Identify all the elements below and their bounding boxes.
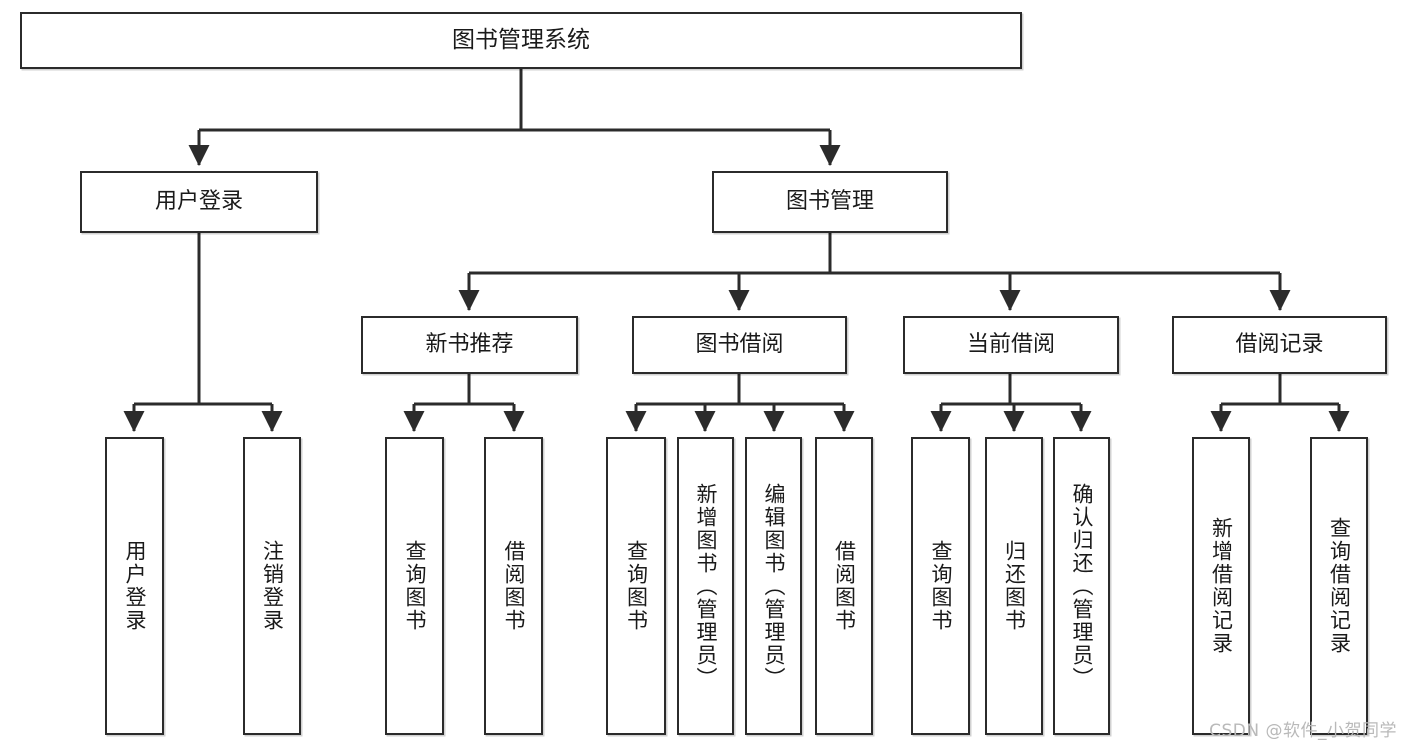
node-leaf-return-book-label: 归还图书: [1002, 540, 1027, 632]
node-borrow-record-label: 借阅记录: [1235, 331, 1324, 357]
node-leaf-query-book-3-label: 查询图书: [929, 540, 953, 632]
node-leaf-user-logout-label: 注销登录: [260, 540, 285, 632]
node-leaf-query-book-3[interactable]: 查询图书: [911, 437, 970, 735]
node-book-borrow-label: 图书借阅: [695, 331, 784, 357]
node-user-login-label: 用户登录: [154, 188, 243, 214]
node-leaf-return-book[interactable]: 归还图书: [985, 437, 1043, 735]
node-leaf-edit-book-label: 编辑图书（管理员）: [762, 482, 786, 690]
node-leaf-user-login-label: 用户登录: [123, 540, 147, 632]
node-leaf-edit-book[interactable]: 编辑图书（管理员）: [745, 437, 802, 735]
node-leaf-query-book-1-label: 查询图书: [403, 540, 427, 632]
node-leaf-add-record[interactable]: 新增借阅记录: [1192, 437, 1250, 735]
node-leaf-query-book-1[interactable]: 查询图书: [385, 437, 444, 735]
node-leaf-add-record-label: 新增借阅记录: [1209, 517, 1234, 655]
node-leaf-add-book-label: 新增图书（管理员）: [694, 482, 718, 690]
node-book-manage-label: 图书管理: [785, 188, 874, 214]
node-book-borrow[interactable]: 图书借阅: [632, 316, 847, 374]
node-current-borrow-label: 当前借阅: [966, 331, 1055, 357]
node-leaf-query-book-2-label: 查询图书: [624, 540, 649, 632]
node-leaf-query-record[interactable]: 查询借阅记录: [1310, 437, 1368, 735]
node-leaf-query-record-label: 查询借阅记录: [1327, 517, 1352, 655]
node-leaf-confirm-return-label: 确认归还（管理员）: [1070, 482, 1094, 690]
csdn-watermark: CSDN @软件_小贺同学: [1209, 721, 1397, 741]
node-new-book-recommend-label: 新书推荐: [425, 331, 514, 357]
node-leaf-confirm-return[interactable]: 确认归还（管理员）: [1053, 437, 1110, 735]
node-user-login[interactable]: 用户登录: [80, 171, 318, 233]
node-borrow-record[interactable]: 借阅记录: [1172, 316, 1387, 374]
node-leaf-query-book-2[interactable]: 查询图书: [606, 437, 666, 735]
node-book-manage[interactable]: 图书管理: [712, 171, 948, 233]
node-leaf-user-logout[interactable]: 注销登录: [243, 437, 301, 735]
node-leaf-user-login[interactable]: 用户登录: [105, 437, 164, 735]
node-leaf-borrow-book-1-label: 借阅图书: [502, 540, 526, 632]
node-root[interactable]: 图书管理系统: [20, 12, 1022, 69]
node-leaf-borrow-book-2-label: 借阅图书: [832, 540, 857, 632]
node-root-label: 图书管理系统: [452, 26, 590, 53]
node-new-book-recommend[interactable]: 新书推荐: [361, 316, 578, 374]
node-leaf-add-book[interactable]: 新增图书（管理员）: [677, 437, 734, 735]
node-current-borrow[interactable]: 当前借阅: [903, 316, 1119, 374]
node-leaf-borrow-book-2[interactable]: 借阅图书: [815, 437, 873, 735]
node-leaf-borrow-book-1[interactable]: 借阅图书: [484, 437, 543, 735]
